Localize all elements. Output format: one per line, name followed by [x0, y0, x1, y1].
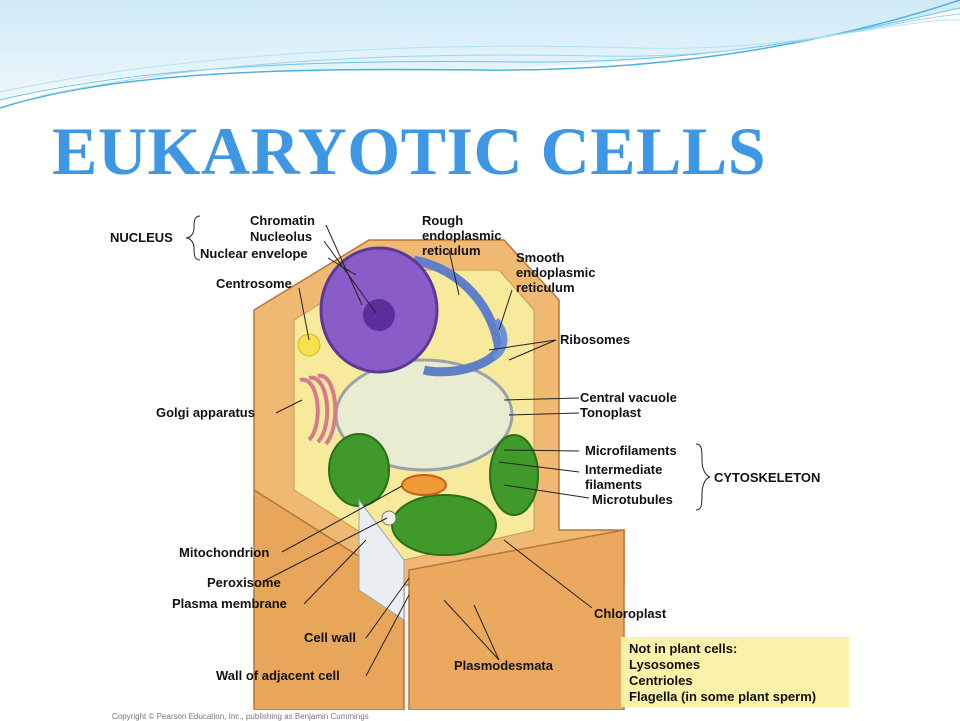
mitochondrion [401, 474, 447, 496]
golgi-apparatus [299, 373, 338, 446]
not-in-plant-cells-note: Not in plant cells: Lysosomes Centrioles… [621, 637, 849, 707]
leader-lines [263, 224, 593, 677]
label-central-vacuole: Central vacuole [580, 390, 677, 405]
plasma-membrane [358, 498, 405, 621]
chloroplast-left [328, 433, 390, 507]
copyright-notice: Copyright © Pearson Education, Inc., pub… [112, 712, 369, 721]
peroxisome [381, 510, 397, 526]
label-nuclear-envelope: Nuclear envelope [200, 246, 308, 261]
label-centrosome: Centrosome [216, 276, 292, 291]
note-item: Lysosomes [629, 657, 701, 672]
smooth-er [492, 318, 508, 361]
cell-illustration [253, 239, 625, 710]
label-chloroplast: Chloroplast [594, 606, 667, 621]
nucleolus [363, 299, 395, 331]
note-item: Centrioles [629, 673, 693, 688]
label-peroxisome: Peroxisome [207, 575, 281, 590]
centrosome [297, 333, 321, 357]
label-chromatin: Chromatin [250, 213, 315, 228]
label-cytoskeleton: CYTOSKELETON [714, 470, 820, 485]
chloroplast-bottom [391, 494, 497, 556]
adjacent-cell-wall [408, 529, 625, 710]
diagram-labels: NUCLEUS Chromatin Nucleolus Nuclear enve… [110, 213, 820, 683]
header-wave-decoration [0, 0, 960, 109]
label-ribosomes: Ribosomes [560, 332, 630, 347]
label-nucleolus: Nucleolus [250, 229, 312, 244]
plant-cell-diagram-panel: NUCLEUS Chromatin Nucleolus Nuclear enve… [104, 200, 856, 710]
note-item: Flagella (in some plant sperm) [629, 689, 817, 704]
label-golgi-apparatus: Golgi apparatus [156, 405, 255, 420]
label-microfilaments: Microfilaments [585, 443, 677, 458]
label-tonoplast: Tonoplast [580, 405, 642, 420]
label-wall-of-adjacent-cell: Wall of adjacent cell [216, 668, 340, 683]
plant-cell-diagram: NUCLEUS Chromatin Nucleolus Nuclear enve… [110, 213, 820, 710]
label-rough-er: Rough endoplasmic reticulum [422, 213, 505, 258]
slide-title: EUKARYOTIC CELLS [52, 113, 767, 189]
label-mitochondrion: Mitochondrion [179, 545, 269, 560]
cell-wall-lower [253, 488, 405, 710]
label-plasmodesmata: Plasmodesmata [454, 658, 554, 673]
label-nucleus: NUCLEUS [110, 230, 173, 245]
nucleus-brace [185, 215, 201, 261]
cytoskeleton-brace [695, 443, 711, 511]
label-plasma-membrane: Plasma membrane [172, 596, 287, 611]
label-cell-wall: Cell wall [304, 630, 356, 645]
label-intermediate-filaments: Intermediate filaments [585, 462, 666, 492]
chloroplast-right [489, 434, 539, 516]
label-microtubules: Microtubules [592, 492, 673, 507]
note-heading: Not in plant cells: [629, 641, 738, 656]
label-smooth-er: Smooth endoplasmic reticulum [516, 250, 599, 295]
